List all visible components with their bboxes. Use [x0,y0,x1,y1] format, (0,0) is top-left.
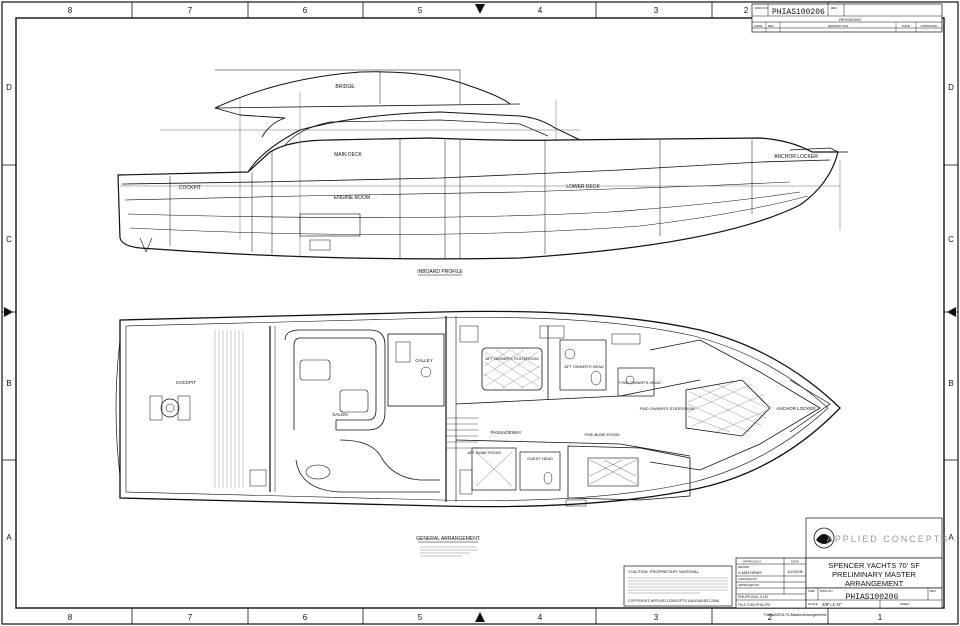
row-label: A [948,533,954,542]
rev-header: DATE [902,24,910,28]
drawing-number-block: SIZE DWG NO PHIAS100206 REV SCALE 3/8"=1… [805,587,943,609]
anchor-locker-plan-label: ANCHOR LOCKER [776,406,816,411]
zone-labels-side: D C B A D C B A [6,83,954,542]
engine-room-label: ENGINE ROOM [334,195,370,201]
col-label: 3 [654,6,659,15]
general-arrangement-plan [115,310,841,508]
inner-border [15,17,945,609]
scale-label: SCALE [808,602,818,606]
rev-label: REV [831,6,837,10]
rev-header: APPROVED [921,24,939,28]
general-arrangement-caption: GENERAL ARRANGEMENT [416,536,480,542]
main-deck-label: MAIN DECK [334,152,362,158]
col-label: 4 [538,6,543,15]
dwg-no-label-bottom: DWG NO [820,589,833,593]
size-label: SIZE [808,589,815,593]
aft-owners-stateroom-label: AFT OWNER'S STATEROOM [485,356,538,361]
date-label: DATE [791,560,799,564]
title-line-1: SPENCER YACHTS 70' SF [828,561,920,570]
approved-label: APPROVED BY [738,583,760,587]
sheet-label: SHEET [900,602,910,606]
col-label: 8 [68,613,73,622]
fwd-owners-stateroom-label: FWD OWNER'S STATEROOM [640,406,695,411]
galley-label: GALLEY [415,358,433,363]
cockpit-plan-label: COCKPIT [176,380,196,385]
center-arrow-top [475,4,485,14]
dwg-number-bottom: PHIAS100206 [846,593,899,602]
row-label: A [6,533,12,542]
filename-label: FILENAME [764,613,780,617]
drawn-label: DRAWN [738,565,749,569]
row-label: D [948,83,954,92]
col-label: 5 [418,613,423,622]
col-label: 2 [744,6,749,15]
cockpit-label: COCKPIT [179,185,201,191]
rev-header: REV [768,24,774,28]
copyright-text: COPYRIGHT: APPLIED CONCEPTS UNLEASHED 20… [628,599,719,603]
dwg-number-top: PHIAS100206 [772,8,825,17]
drawn-by: S.MATHEWS [738,570,762,575]
fwd-owners-head-label: FWD OWNER'S HEAD [619,380,660,385]
col-label: 7 [188,6,193,15]
center-arrow-left [4,307,13,317]
col-label: 2 [768,613,773,622]
plan-labels: COCKPIT GALLEY SALON AFT OWNER'S STATERO… [176,356,816,461]
company-block: APPLIED CONCEPTS [805,517,950,559]
rev-label-bottom: REV [930,589,936,593]
extra-note: TM & TODD PHILLIPS [738,603,770,607]
rev-header: ZONE [754,24,762,28]
company-name: APPLIED CONCEPTS [827,534,950,544]
salon-label: SALON [332,412,347,417]
row-label: B [6,379,11,388]
caution-heading: *CAUTION: PROPRIETARY MATERIAL [628,569,700,574]
col-label: 1 [878,613,883,622]
col-label: 3 [654,613,659,622]
title-block: SPENCER YACHTS 70' SF PRELIMINARY MASTER… [805,557,943,589]
dwg-no-label: DWG NO [755,6,768,10]
filename-strip: FILENAME S170-MasterArrangement [764,612,827,617]
fwd-bunk-room-label: FWD BUNK ROOM [585,432,620,437]
hull-note: PHILIPS HULL # 132 [738,595,768,599]
revisions-label: REVISIONS [839,17,861,22]
revision-block: DWG NO PHIAS100206 REV REVISIONS ZONE RE… [751,3,943,33]
inboard-profile [117,69,848,260]
title-line-2: PRELIMINARY MASTER [832,570,916,579]
passageway-label: PASSAGEWAY [491,430,522,435]
bridge-label: BRIDGE [335,84,355,90]
checked-label: CHECKED BY [738,577,758,581]
drawn-date: 10/20/06 [787,569,803,574]
scale-value: 3/8"=1'-0" [822,602,842,607]
row-label: D [6,83,12,92]
col-label: 5 [418,6,423,15]
center-arrow-bottom [475,612,485,622]
approvals-block: APPROVALS DATE DRAWN S.MATHEWS 10/20/06 … [735,557,807,609]
row-label: C [948,235,954,244]
row-label: B [948,379,953,388]
zone-labels-bottom: 8 7 6 5 4 3 2 1 [68,613,883,622]
guest-head-label: GUEST HEAD [527,456,553,461]
inboard-profile-caption: INBOARD PROFILE [417,269,463,275]
lower-deck-label: LOWER DECK [566,184,600,190]
row-label: C [6,235,12,244]
filename-value: S170-MasterArrangement [780,612,827,617]
col-label: 8 [68,6,73,15]
plan-notes [420,546,478,557]
aft-bunk-room-label: AFT BUNK ROOM [467,450,500,455]
company-logo-mark [816,534,832,544]
col-label: 4 [538,613,543,622]
anchor-locker-label: ANCHOR LOCKER [774,154,818,160]
rev-header: DESCRIPTION [828,24,849,28]
profile-labels: BRIDGE MAIN DECK COCKPIT ENGINE ROOM LOW… [179,84,818,201]
col-label: 6 [303,613,308,622]
title-line-3: ARRANGEMENT [845,579,904,588]
caution-block: *CAUTION: PROPRIETARY MATERIAL COPYRIGHT… [623,565,733,607]
aft-owners-head-label: AFT OWNER'S HEAD [564,364,604,369]
col-label: 6 [303,6,308,15]
col-label: 7 [188,613,193,622]
center-arrow-right [947,307,956,317]
approvals-label: APPROVALS [743,560,761,564]
